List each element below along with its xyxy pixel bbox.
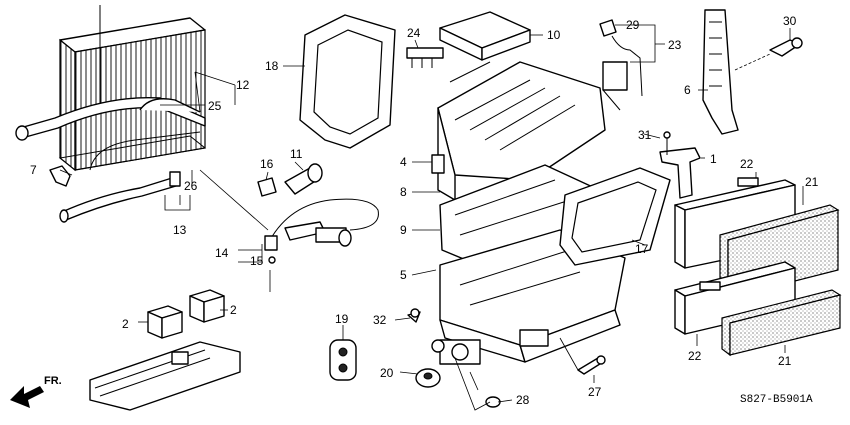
relay-box <box>89 341 241 411</box>
callout-17: 17 <box>635 242 649 256</box>
callout-4: 4 <box>400 155 407 169</box>
callout-21: 21 <box>778 354 792 368</box>
callout-32: 32 <box>373 313 387 327</box>
expansion-valve <box>264 198 379 292</box>
callout-8: 8 <box>400 185 407 199</box>
callout-14: 14 <box>215 246 229 260</box>
sensor-harness <box>599 19 643 111</box>
callout-22: 22 <box>740 157 754 171</box>
bushing <box>415 368 501 408</box>
bracket <box>659 131 701 199</box>
seal-frame-18 <box>299 14 396 149</box>
drawing-code: S827-B5901A <box>740 394 813 406</box>
callout-10: 10 <box>547 28 561 42</box>
callout-11: 11 <box>290 147 303 161</box>
leader-lines <box>59 24 804 411</box>
direction-label: FR. <box>44 375 62 387</box>
front-direction-arrow: FR. <box>10 375 62 408</box>
callout-1: 1 <box>710 152 717 166</box>
callout-21: 21 <box>805 175 819 189</box>
suction-pipe <box>59 171 181 223</box>
air-filters <box>674 177 842 357</box>
callout-18: 18 <box>265 59 279 73</box>
duct <box>702 9 803 135</box>
seal-frame-17 <box>559 167 671 266</box>
callout-24: 24 <box>407 26 421 40</box>
callout-26: 26 <box>184 179 198 193</box>
callout-7: 7 <box>30 163 37 177</box>
callout-22: 22 <box>688 349 702 363</box>
callout-19: 19 <box>335 312 349 326</box>
callout-23: 23 <box>668 38 682 52</box>
callout-2: 2 <box>122 317 129 331</box>
callout-9: 9 <box>400 223 407 237</box>
callout-2: 2 <box>230 303 237 317</box>
callout-27: 27 <box>588 385 602 399</box>
pipe-clip <box>49 165 71 187</box>
relays <box>147 289 225 339</box>
connector <box>406 47 491 83</box>
screws <box>407 308 606 375</box>
callout-labels: 1 2 2 4 5 6 7 8 9 10 11 12 13 14 15 16 1… <box>30 14 819 407</box>
callout-20: 20 <box>380 366 394 380</box>
callout-25: 25 <box>208 99 222 113</box>
callout-15: 15 <box>250 254 264 268</box>
thermistor-clip <box>257 163 323 197</box>
callout-16: 16 <box>260 157 274 171</box>
filter-cover <box>439 11 531 61</box>
callout-12: 12 <box>236 78 250 92</box>
evaporator-core <box>15 5 207 172</box>
callout-31: 31 <box>638 128 652 142</box>
callout-6: 6 <box>684 83 691 97</box>
callout-13: 13 <box>173 223 187 237</box>
callout-5: 5 <box>400 268 407 282</box>
grommet <box>329 339 357 381</box>
callout-30: 30 <box>783 14 797 28</box>
callout-28: 28 <box>516 393 530 407</box>
callout-29: 29 <box>626 18 640 32</box>
